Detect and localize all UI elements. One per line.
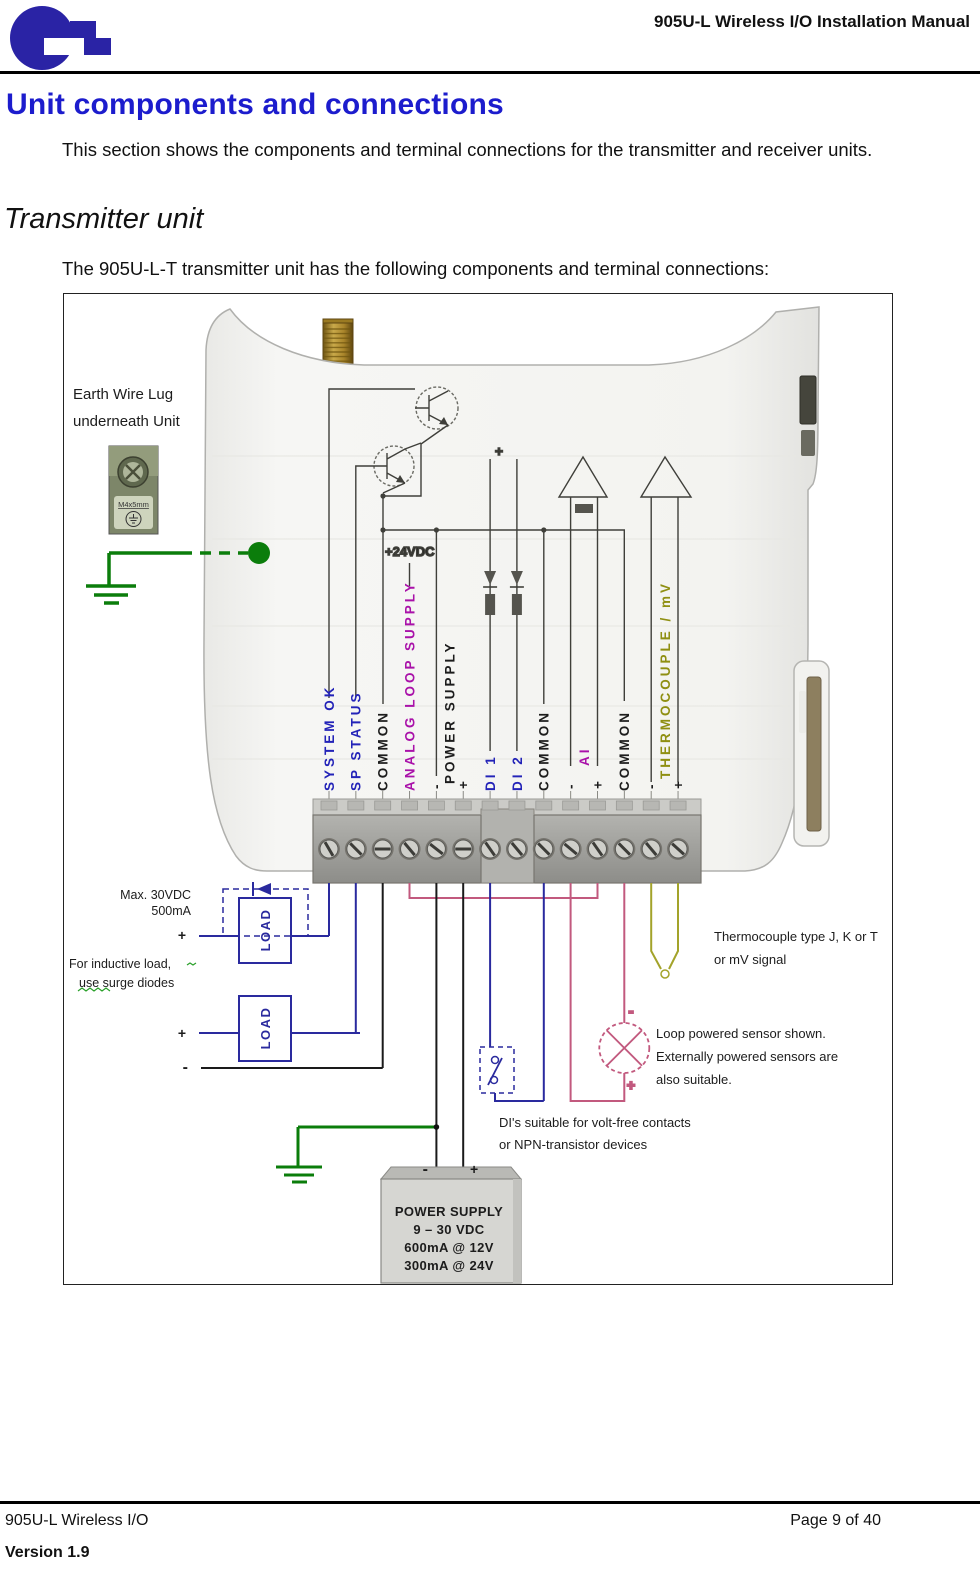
terminal-label: +	[671, 778, 686, 789]
header-rule	[0, 71, 980, 74]
page-title: Unit components and connections	[6, 88, 504, 121]
terminal-screw	[559, 838, 582, 860]
max-rating-note: Max. 30VDC	[120, 888, 191, 902]
inductive-note: use surge diodes	[79, 976, 174, 990]
field-wiring	[199, 882, 599, 1179]
terminal-label: DI 1	[483, 754, 498, 791]
terminal-screw	[479, 838, 502, 860]
din-clip-bottom	[793, 660, 830, 847]
psu-text: 9 – 30 VDC	[413, 1222, 484, 1237]
earth-label-line2: underneath Unit	[73, 413, 181, 430]
lead-paragraph: The 905U-L-T transmitter unit has the fo…	[62, 258, 770, 279]
psu-minus: -	[423, 1161, 428, 1178]
terminal-screw	[505, 838, 528, 860]
load-box-text: LOAD	[258, 909, 273, 952]
load-box-2	[238, 995, 292, 1062]
terminal-screw	[640, 838, 663, 860]
di-note: DI's suitable for volt-free contacts	[499, 1115, 691, 1130]
loop-sensor-note: also suitable.	[656, 1072, 732, 1087]
max-rating-note: 500mA	[151, 904, 191, 918]
load1-plus: +	[178, 927, 186, 943]
terminal-screw	[532, 838, 555, 860]
terminal-screw	[344, 838, 367, 860]
psu-plus: +	[470, 1161, 478, 1177]
footer-page: Page 9 of 40	[790, 1512, 881, 1529]
header-title: 905U-L Wireless I/O Installation Manual	[653, 12, 970, 31]
psu-text: 300mA @ 24V	[404, 1258, 494, 1273]
diagram-notes: Max. 30VDC 500mA + + - For inductive load, use…	[69, 888, 878, 1152]
terminal-label: SP STATUS	[349, 690, 364, 791]
transmitter-diagram-frame: +24VDC + SYSTEM OK SP STATUS COMMON ANALOG LO…	[63, 293, 893, 1285]
load-minus: -	[183, 1059, 188, 1076]
thermocouple-note: Thermocouple type J, K or T	[714, 929, 878, 944]
terminal-label: COMMON	[376, 710, 391, 791]
terminal-label: -	[429, 782, 444, 790]
thermocouple-label: THERMOCOUPLE / mV	[658, 581, 673, 779]
terminal-block	[312, 798, 702, 884]
terminal-label: -	[563, 782, 578, 790]
loop-sensor-note: Loop powered sensor shown.	[656, 1026, 826, 1041]
plus24-label: +24VDC	[385, 544, 435, 559]
terminal-label: DI 2	[510, 754, 525, 791]
terminal-label: COMMON	[617, 710, 632, 791]
thermocouple-probe	[650, 883, 679, 979]
earth-dot	[248, 542, 270, 564]
sensor-minus: -	[629, 1003, 634, 1020]
lug-size-text: M4x5mm	[118, 500, 149, 509]
load-box-text: LOAD	[258, 1007, 273, 1050]
terminal-screw	[425, 838, 448, 860]
load-box-1	[238, 897, 292, 964]
earth-label: Earth Wire Lug underneath Unit	[73, 386, 181, 430]
thermocouple-note: or mV signal	[714, 952, 786, 967]
inductive-note: For inductive load,	[69, 957, 171, 971]
terminal-label: -	[644, 782, 659, 790]
section-heading: Transmitter unit	[4, 203, 204, 235]
loop-powered-sensor: -+	[569, 883, 651, 1102]
earth-wire	[86, 542, 270, 605]
terminal-screw	[667, 838, 690, 860]
terminal-label: +	[456, 778, 471, 789]
terminal-screw	[586, 838, 609, 860]
terminal-label: ANALOG LOOP SUPPLY	[402, 580, 417, 791]
footer-version: Version 1.9	[5, 1544, 90, 1561]
plus-mark: +	[495, 443, 503, 459]
elpro-logo	[10, 6, 111, 70]
terminal-screw	[318, 838, 340, 860]
ai-label: AI	[577, 747, 592, 767]
ground-symbol-psu	[276, 1124, 440, 1184]
earth-label-line1: Earth Wire Lug	[73, 386, 173, 403]
power-supply-box: POWER SUPPLY 9 – 30 VDC 600mA @ 12V 300mA @…	[379, 1161, 523, 1284]
terminal-screw	[371, 838, 394, 860]
psu-text: POWER SUPPLY	[395, 1204, 503, 1219]
psu-text: 600mA @ 12V	[404, 1240, 494, 1255]
terminal-screw	[452, 838, 475, 860]
sensor-plus: +	[627, 1077, 635, 1093]
loop-sensor-note: Externally powered sensors are	[656, 1049, 838, 1064]
footer-product: 905U-L Wireless I/O	[5, 1512, 149, 1529]
terminal-screw	[613, 838, 636, 860]
terminal-label: +	[590, 778, 605, 789]
terminal-labels: SYSTEM OK SP STATUS COMMON ANALOG LOOP SUPP…	[322, 580, 686, 807]
din-clip-top	[799, 375, 817, 425]
earth-lug-photo: M4x5mm	[108, 445, 159, 535]
terminal-label: SYSTEM OK	[322, 684, 337, 791]
intro-paragraph: This section shows the components and te…	[62, 139, 873, 160]
terminal-label: COMMON	[537, 710, 552, 791]
terminal-screw	[398, 838, 421, 860]
di-note: or NPN-transistor devices	[499, 1137, 648, 1152]
power-supply-label: POWER SUPPLY	[443, 640, 458, 784]
volt-free-contact	[479, 883, 545, 1102]
load2-plus: +	[178, 1025, 186, 1041]
din-clip-top-slot	[801, 430, 815, 456]
internal-schematic: +24VDC +	[328, 386, 693, 782]
footer-rule	[0, 1501, 980, 1504]
surge-diode	[257, 883, 271, 895]
transmitter-diagram: +24VDC + SYSTEM OK SP STATUS COMMON ANALOG LO…	[69, 306, 878, 1284]
